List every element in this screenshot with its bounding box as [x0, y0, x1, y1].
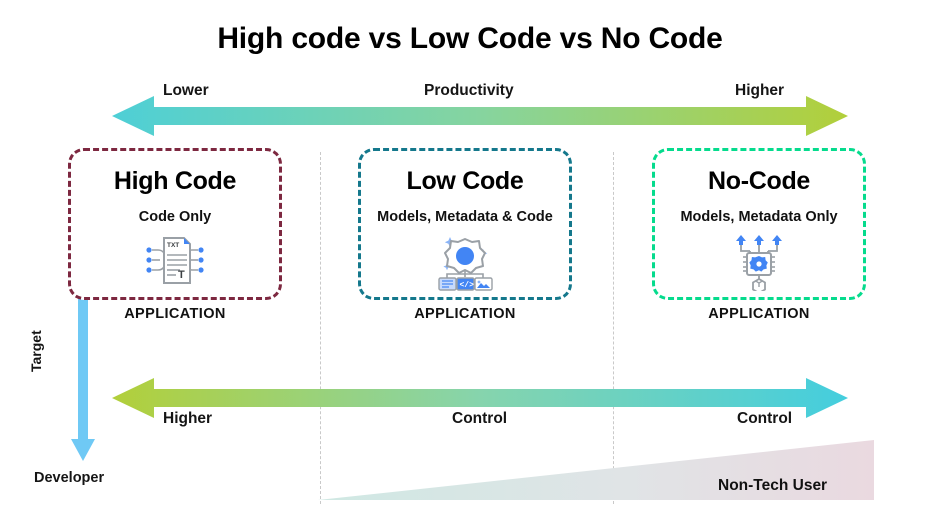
non-tech-user-label: Non-Tech User: [718, 477, 828, 494]
control-right-label: Control: [737, 410, 793, 427]
svg-text:TXT: TXT: [167, 242, 179, 249]
column-divider-left: [320, 152, 321, 504]
productivity-center-label: Productivity: [424, 82, 514, 99]
application-label-low-code: APPLICATION: [414, 306, 516, 322]
card-no-code-subtitle: Models, Metadata Only: [680, 209, 838, 225]
control-left-label: Higher: [163, 410, 213, 427]
developer-label: Developer: [34, 470, 105, 486]
control-center-label: Control: [452, 410, 508, 427]
productivity-left-label: Lower: [163, 82, 209, 99]
gear-modules-icon: </>: [361, 233, 569, 291]
application-label-high-code: APPLICATION: [124, 306, 226, 322]
chip-gear-icon: [655, 233, 863, 291]
card-high-code-subtitle: Code Only: [138, 209, 212, 225]
svg-text:T: T: [178, 269, 185, 281]
card-low-code-title: Low Code: [406, 167, 524, 195]
target-axis-arrow: [70, 193, 96, 466]
productivity-arrow: [112, 96, 848, 136]
card-low-code[interactable]: Low Code Models, Metadata & Code: [358, 148, 572, 300]
control-arrow: [112, 378, 848, 418]
txt-document-icon: TXT T: [71, 233, 279, 289]
svg-text:</>: </>: [460, 281, 475, 290]
card-no-code-title: No-Code: [707, 167, 811, 195]
card-no-code[interactable]: No-Code Models, Metadata Only: [652, 148, 866, 300]
page-title: High code vs Low Code vs No Code: [217, 22, 723, 55]
productivity-right-label: Higher: [735, 82, 785, 99]
column-divider-right: [613, 152, 614, 504]
non-tech-user-wedge: [318, 424, 874, 507]
card-high-code-title: High Code: [113, 167, 237, 195]
card-low-code-subtitle: Models, Metadata & Code: [377, 209, 553, 225]
application-label-no-code: APPLICATION: [708, 306, 810, 322]
target-axis-label: Target: [28, 330, 44, 372]
card-high-code[interactable]: High Code Code Only: [68, 148, 282, 300]
